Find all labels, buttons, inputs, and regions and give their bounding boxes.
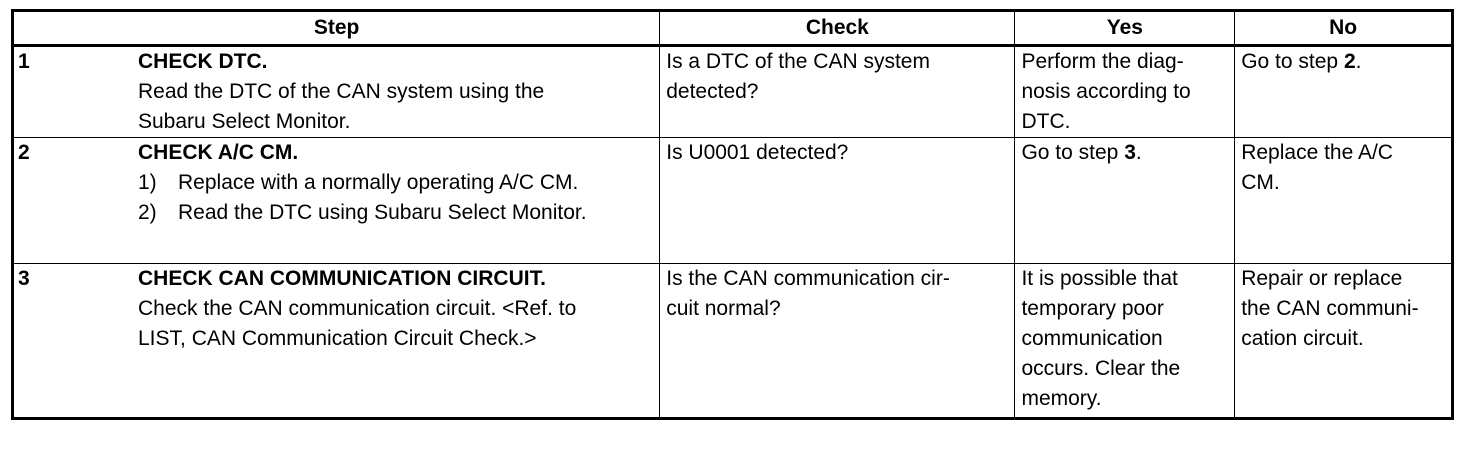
sub-step-text: Read the DTC using Subaru Select Monitor… xyxy=(178,201,587,224)
no-text-line: CM. xyxy=(1241,171,1280,194)
yes-prefix: Go to step xyxy=(1021,141,1125,164)
table-row: 2 CHECK A/C CM. 1) Replace with a normall… xyxy=(11,137,1453,264)
step-body: CHECK A/C CM. 1) Replace with a normally … xyxy=(138,138,659,228)
yes-text-line: nosis according to xyxy=(1021,80,1191,103)
check-text-line: Is a DTC of the CAN system xyxy=(666,50,930,73)
yes-text-line: It is possible that xyxy=(1021,267,1178,290)
check-cell-3: Is the CAN communication cir- cuit norma… xyxy=(659,263,1016,419)
check-cell-2: Is U0001 detected? xyxy=(659,137,1016,264)
table-header-row: Step Check Yes No xyxy=(11,10,1453,47)
step-number: 2 xyxy=(18,141,30,164)
diagnostic-procedure-table: Step Check Yes No 1 CHECK DTC. Read the … xyxy=(11,9,1454,420)
yes-cell-3: It is possible that temporary poor commu… xyxy=(1014,263,1236,419)
step-text-line: Subaru Select Monitor. xyxy=(138,110,351,133)
header-no: No xyxy=(1234,10,1453,47)
yes-text-line: temporary poor xyxy=(1021,297,1164,320)
check-text-line: cuit normal? xyxy=(666,297,781,320)
yes-step-number: 3 xyxy=(1124,141,1136,164)
step-text-line: LIST, CAN Communication Circuit Check.> xyxy=(138,327,537,350)
step-body: CHECK CAN COMMUNICATION CIRCUIT. Check t… xyxy=(138,264,659,354)
no-cell-1: Go to step 2. xyxy=(1234,45,1453,138)
sub-step-text: Replace with a normally operating A/C CM… xyxy=(178,171,579,194)
yes-text-line: Perform the diag- xyxy=(1021,50,1184,73)
yes-text-line: DTC. xyxy=(1021,110,1071,133)
step-cell-2: 2 CHECK A/C CM. 1) Replace with a normall… xyxy=(11,137,661,264)
yes-cell-1: Perform the diag- nosis according to DTC… xyxy=(1014,45,1236,138)
no-cell-3: Repair or replace the CAN communi- catio… xyxy=(1234,263,1453,419)
no-suffix: . xyxy=(1355,50,1362,73)
header-step: Step xyxy=(11,10,661,47)
step-cell-3: 3 CHECK CAN COMMUNICATION CIRCUIT. Check… xyxy=(11,263,661,419)
no-text-line: cation circuit. xyxy=(1241,327,1364,350)
check-text-line: detected? xyxy=(666,80,759,103)
no-step-number: 2 xyxy=(1343,50,1356,73)
step-body: CHECK DTC. Read the DTC of the CAN syste… xyxy=(138,47,659,137)
yes-cell-2: Go to step 3. xyxy=(1014,137,1236,264)
no-text-line: Replace the A/C xyxy=(1241,141,1393,164)
table-row: 3 CHECK CAN COMMUNICATION CIRCUIT. Check… xyxy=(11,263,1453,419)
check-text-line: Is the CAN communication cir- xyxy=(666,267,950,290)
step-title: CHECK DTC. xyxy=(138,50,268,73)
check-cell-1: Is a DTC of the CAN system detected? xyxy=(659,45,1016,138)
step-number: 3 xyxy=(18,267,30,290)
step-text-line: Check the CAN communication circuit. <Re… xyxy=(138,297,577,320)
yes-text-line: occurs. Clear the xyxy=(1021,357,1181,380)
yes-suffix: . xyxy=(1135,141,1142,164)
table-row: 1 CHECK DTC. Read the DTC of the CAN sys… xyxy=(11,45,1453,138)
no-text: Go to step 2. xyxy=(1241,50,1361,73)
step-text-line: Read the DTC of the CAN system using the xyxy=(138,80,545,103)
no-text-line: Repair or replace xyxy=(1241,267,1403,290)
sub-step-number: 1) xyxy=(138,171,157,194)
check-text-line: Is U0001 detected? xyxy=(666,141,849,164)
header-check: Check xyxy=(659,10,1016,47)
header-yes: Yes xyxy=(1014,10,1236,47)
no-text-line: the CAN communi- xyxy=(1241,297,1419,320)
yes-text-line: memory. xyxy=(1021,387,1102,410)
step-title: CHECK A/C CM. xyxy=(138,141,299,164)
sub-step-item: 1) Replace with a normally operating A/C … xyxy=(138,168,655,198)
no-cell-2: Replace the A/C CM. xyxy=(1234,137,1453,264)
no-prefix: Go to step xyxy=(1241,50,1344,73)
yes-text: Go to step 3. xyxy=(1021,141,1141,164)
step-cell-1: 1 CHECK DTC. Read the DTC of the CAN sys… xyxy=(11,45,661,138)
sub-step-item: 2) Read the DTC using Subaru Select Monit… xyxy=(138,198,655,228)
sub-step-number: 2) xyxy=(138,201,157,224)
yes-text-line: communication xyxy=(1021,327,1163,350)
diagnostic-table-container: Step Check Yes No 1 CHECK DTC. Read the … xyxy=(11,9,1454,420)
step-number: 1 xyxy=(18,50,30,73)
step-title: CHECK CAN COMMUNICATION CIRCUIT. xyxy=(138,267,546,290)
